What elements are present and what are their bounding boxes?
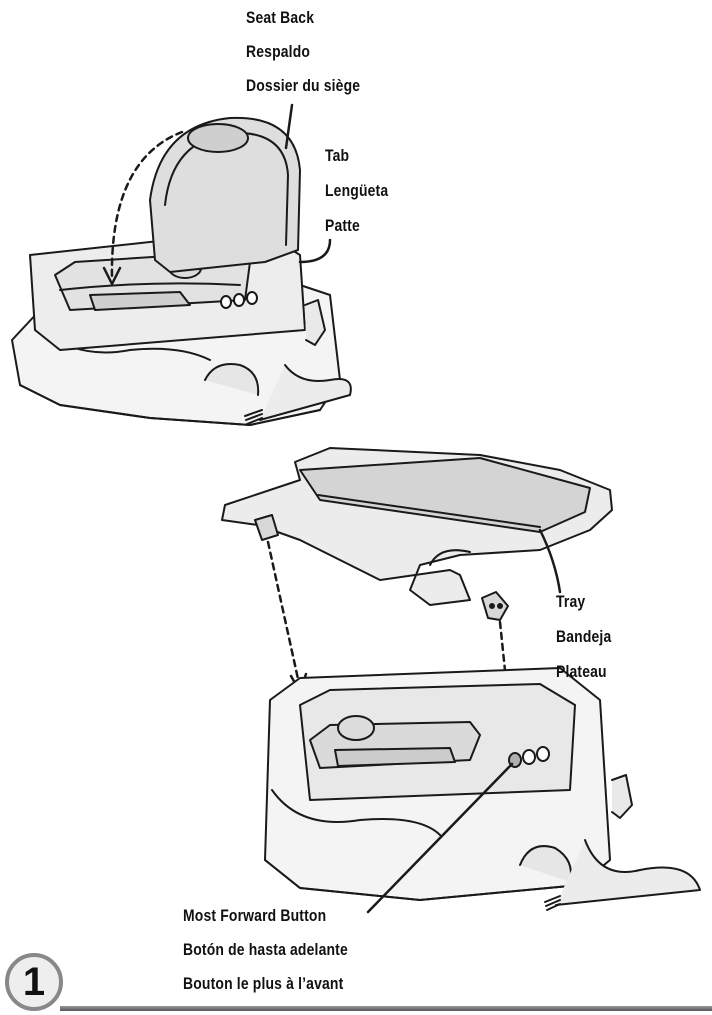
label-tray-fr: Plateau (556, 662, 607, 681)
seat-back-part (149, 116, 301, 273)
leader-tab (298, 238, 332, 264)
tray-part (221, 447, 613, 621)
label-seat-back-fr: Dossier du siège (246, 76, 361, 95)
leader-button (366, 762, 514, 914)
label-tab-fr: Patte (325, 216, 360, 235)
leader-tray (538, 528, 562, 594)
label-button-es: Botón de hasta adelante (183, 940, 348, 959)
label-seat-back-es: Respaldo (246, 42, 311, 61)
label-tab-es: Lengüeta (325, 181, 389, 200)
booster-seat-bottom (264, 667, 701, 911)
label-tray-en: Tray (556, 592, 586, 611)
label-button-fr: Bouton le plus à l’avant (183, 974, 344, 993)
attach-arrow-left (266, 540, 302, 690)
booster-seat-top (11, 229, 352, 426)
label-tray-es: Bandeja (556, 627, 612, 646)
label-button-en: Most Forward Button (183, 906, 327, 925)
step-number: 1 (22, 960, 46, 1004)
label-seat-back-en: Seat Back (246, 8, 315, 27)
label-tab-en: Tab (325, 146, 350, 165)
leader-seat-back (284, 103, 294, 150)
step-divider (60, 1006, 712, 1011)
insert-arrow-seat-back (110, 130, 184, 280)
step-badge (5, 953, 63, 1011)
